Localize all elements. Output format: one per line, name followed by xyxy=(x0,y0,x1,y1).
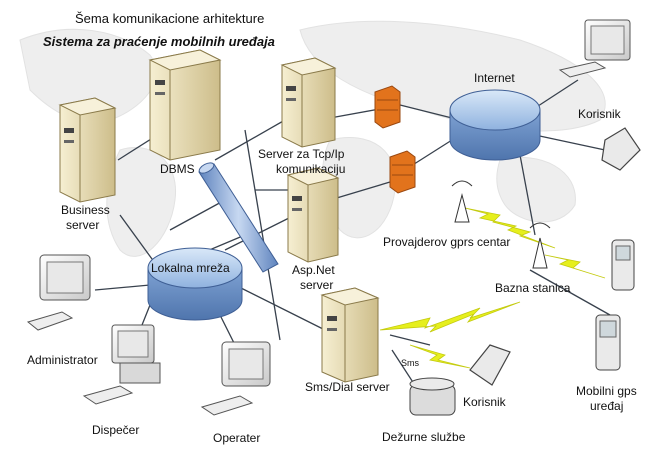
label-business-server-2: server xyxy=(66,218,99,232)
diagram-title: Šema komunikacione arhitekture xyxy=(75,11,264,26)
workstation-icon xyxy=(26,254,91,331)
firewall-icon xyxy=(389,150,416,194)
server-icon xyxy=(280,57,337,148)
lightning-icon xyxy=(379,207,606,369)
phone-icon xyxy=(409,377,456,416)
label-internet: Internet xyxy=(474,71,515,85)
label-base-station: Bazna stanica xyxy=(495,281,571,295)
label-asp-server-1: Asp.Net xyxy=(292,263,335,277)
server-icon xyxy=(286,167,340,263)
label-mobile-gps-1: Mobilni gps xyxy=(576,384,637,398)
network-disk-icon xyxy=(147,247,243,321)
phone-icon xyxy=(611,239,635,291)
phone-icon xyxy=(595,314,621,371)
workstation-icon xyxy=(82,324,161,405)
diagram-subtitle: Sistema za praćenje mobilnih uređaja xyxy=(43,34,275,49)
label-lan: Lokalna mreža xyxy=(151,261,230,275)
label-tcp-server-1: Server za Tcp/Ip xyxy=(258,147,345,161)
label-asp-server-2: server xyxy=(300,278,333,292)
server-icon xyxy=(320,287,380,383)
network-disk-icon xyxy=(449,89,541,161)
label-sms-tag: Sms xyxy=(401,358,420,368)
phone-icon xyxy=(469,344,511,386)
label-sms-server: Sms/Dial server xyxy=(305,380,390,394)
label-provider-center: Provajderov gprs centar xyxy=(383,235,510,249)
label-emergency: Dežurne službe xyxy=(382,430,466,444)
workstation-icon xyxy=(200,341,271,416)
label-mobile-gps-2: uređaj xyxy=(590,399,623,413)
label-administrator: Administrator xyxy=(27,353,98,367)
workstation-icon xyxy=(558,19,631,78)
label-korisnik-top: Korisnik xyxy=(578,107,622,121)
label-business-server-1: Business xyxy=(61,203,110,217)
antenna-icon xyxy=(451,180,473,223)
label-tcp-server-2: komunikaciju xyxy=(276,162,345,176)
antenna-icon xyxy=(529,222,551,269)
firewall-icon xyxy=(374,85,401,129)
label-dbms: DBMS xyxy=(160,162,195,176)
label-dispatcher: Dispečer xyxy=(92,423,139,437)
server-icon xyxy=(58,97,117,203)
label-korisnik-bottom: Korisnik xyxy=(463,395,507,409)
server-icon xyxy=(148,49,222,161)
backbone-pipe xyxy=(198,162,279,273)
phone-icon xyxy=(601,127,641,171)
label-operator: Operater xyxy=(213,431,260,445)
